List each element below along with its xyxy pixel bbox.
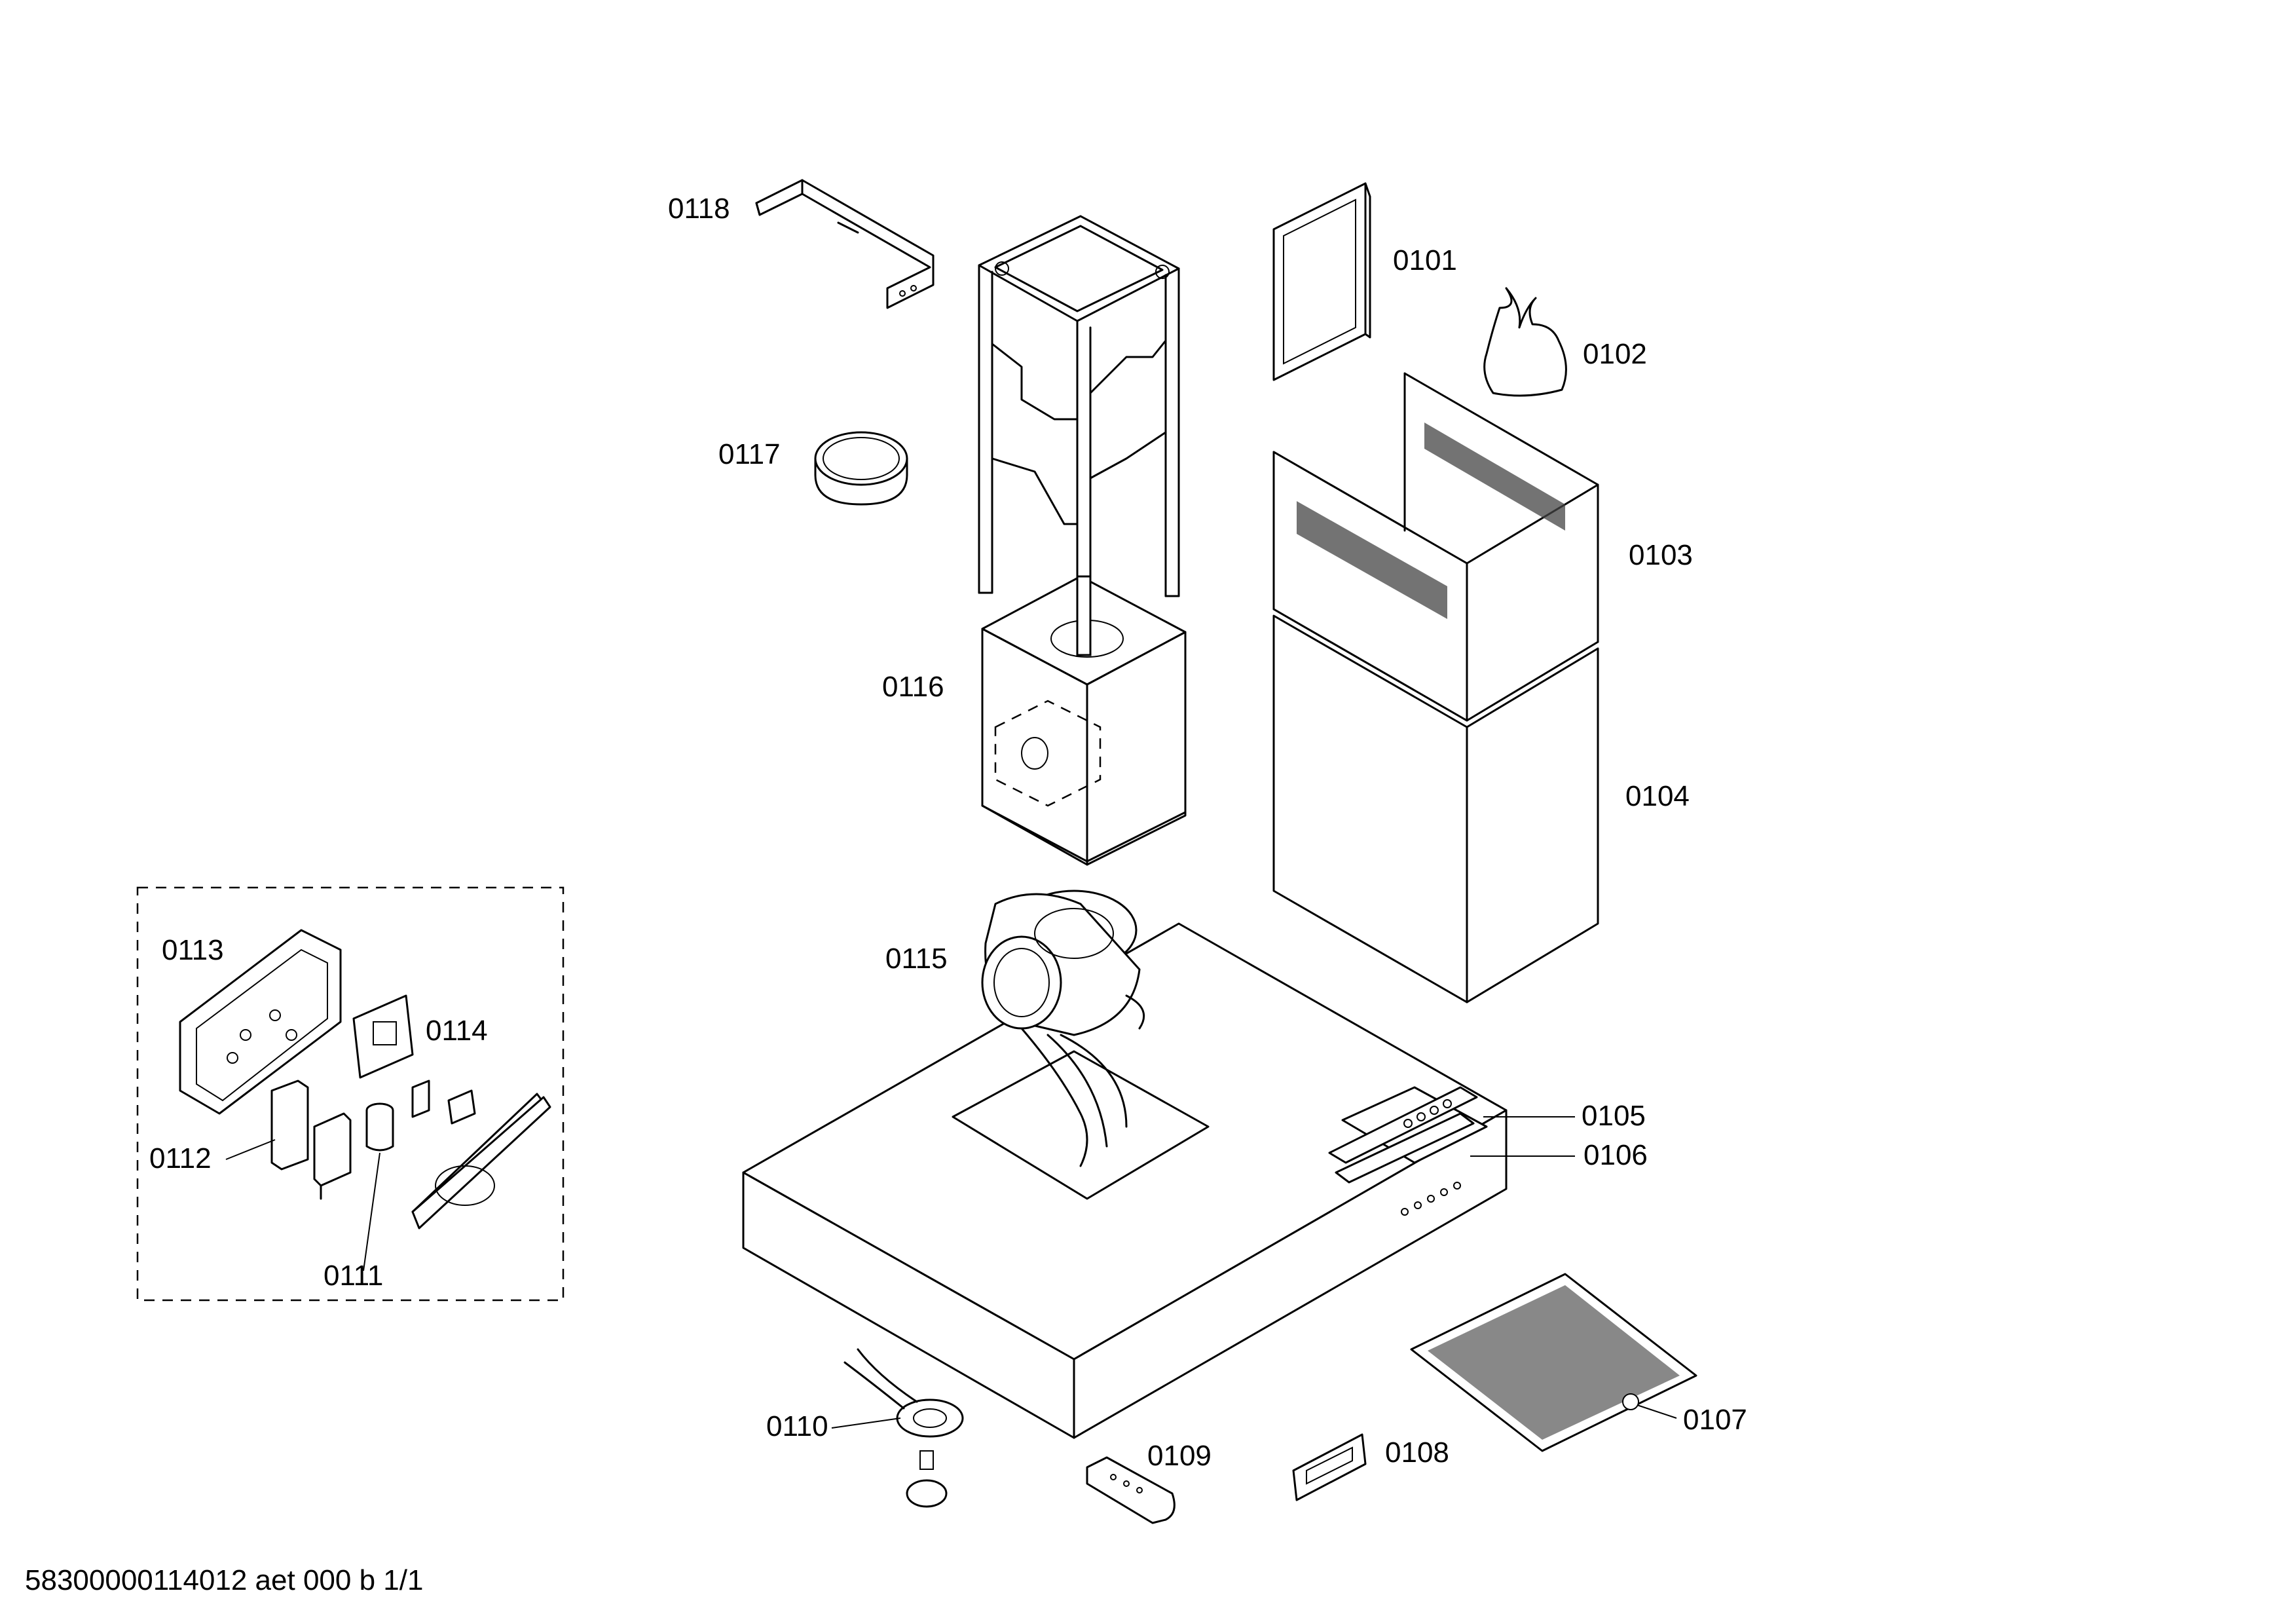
part-label-0110: 0110 bbox=[766, 1410, 828, 1442]
document-reference: 58300000114012 aet 000 b 1/1 bbox=[25, 1564, 423, 1596]
upper-chimney-cover-drawing bbox=[1272, 372, 1599, 722]
part-label-0114: 0114 bbox=[426, 1015, 488, 1047]
parts-bag-drawing bbox=[1483, 287, 1567, 397]
grease-filter-drawing bbox=[1410, 1273, 1697, 1452]
circuit-board-drawing bbox=[352, 994, 476, 1125]
part-label-0105: 0105 bbox=[1582, 1100, 1646, 1132]
control-plate-drawing bbox=[411, 1093, 551, 1229]
lower-chimney-cover-drawing bbox=[1272, 614, 1599, 1004]
part-label-0101: 0101 bbox=[1393, 244, 1457, 276]
part-label-0118: 0118 bbox=[668, 193, 730, 225]
part-label-0108: 0108 bbox=[1385, 1436, 1449, 1469]
remote-control-drawing bbox=[1086, 1456, 1176, 1524]
halogen-lamp-drawing bbox=[843, 1348, 964, 1508]
part-label-0115: 0115 bbox=[885, 943, 948, 975]
fan-motor-drawing bbox=[981, 890, 1145, 1167]
instruction-envelope-drawing bbox=[1272, 182, 1371, 381]
support-frame-lower-drawing bbox=[981, 575, 1187, 866]
part-label-0103: 0103 bbox=[1629, 539, 1693, 571]
part-label-0111: 0111 bbox=[324, 1260, 383, 1292]
part-label-0107: 0107 bbox=[1683, 1404, 1747, 1436]
duct-adapter-ring-drawing bbox=[814, 431, 908, 506]
leader-lines bbox=[225, 1116, 1677, 1429]
capacitor-drawing bbox=[365, 1102, 394, 1152]
part-label-0104: 0104 bbox=[1625, 780, 1690, 812]
control-panel-drawing bbox=[1328, 1086, 1488, 1184]
part-label-0109: 0109 bbox=[1147, 1440, 1212, 1472]
relay-drawing bbox=[270, 1079, 352, 1200]
wall-bracket-drawing bbox=[755, 179, 935, 309]
hood-body-drawing bbox=[742, 922, 1508, 1439]
lamp-cover-drawing bbox=[1292, 1433, 1367, 1501]
part-label-0106: 0106 bbox=[1583, 1139, 1648, 1171]
part-labels: 0118 0101 0102 0117 0103 0116 0104 0113 … bbox=[149, 193, 1747, 1472]
electronics-housing-drawing bbox=[179, 929, 342, 1115]
part-label-0116: 0116 bbox=[882, 671, 944, 703]
part-label-0112: 0112 bbox=[149, 1142, 212, 1174]
part-label-0113: 0113 bbox=[162, 934, 224, 966]
part-label-0117: 0117 bbox=[718, 438, 781, 470]
part-label-0102: 0102 bbox=[1583, 338, 1647, 370]
electronics-inset bbox=[136, 886, 565, 1302]
